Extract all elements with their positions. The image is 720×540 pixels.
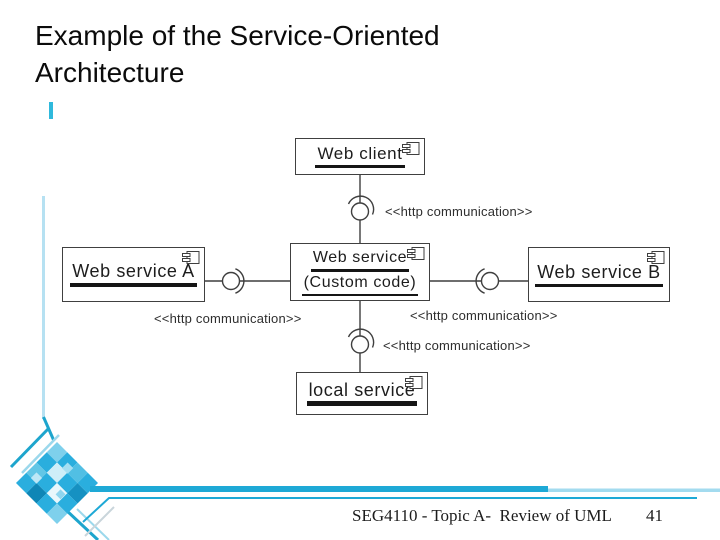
component-icon xyxy=(407,247,425,260)
footer-course-label: SEG4110 - Topic A- Review of UML xyxy=(352,506,612,525)
socket-icon xyxy=(475,268,485,294)
stereotype-label-top: <<http communication>> xyxy=(385,204,533,219)
page-title-line2: Architecture xyxy=(35,57,185,88)
node-label: Web service B xyxy=(535,263,663,287)
component-icon xyxy=(647,251,665,264)
node-label-line2: (Custom code) xyxy=(301,275,419,296)
page-title-line1: Example of the Service-Oriented xyxy=(35,20,440,51)
chevron-lines xyxy=(9,426,115,540)
stereotype-label-right: <<http communication>> xyxy=(410,308,558,323)
node-web-service-b: Web service B xyxy=(528,247,670,302)
component-icon xyxy=(402,142,420,155)
connector-top xyxy=(347,175,375,243)
bottom-horizontal-lines xyxy=(82,486,720,523)
lollipop-interface-icon xyxy=(221,271,241,291)
node-web-service-custom-code: Web service (Custom code) xyxy=(290,243,430,301)
lollipop-interface-icon xyxy=(350,335,370,354)
lollipop-interface-icon xyxy=(350,202,370,221)
node-local-service: local service xyxy=(296,372,428,415)
lollipop-interface-icon xyxy=(480,271,500,291)
node-label: Web client xyxy=(315,145,405,168)
socket-icon xyxy=(347,195,375,215)
node-web-service-a: Web service A xyxy=(62,247,205,302)
bullet-mark xyxy=(49,102,53,119)
connector-bottom xyxy=(347,301,375,372)
socket-icon xyxy=(347,328,375,348)
node-label: local service xyxy=(306,381,418,406)
page-number: 41 xyxy=(646,506,663,525)
page-title: Example of the Service-Oriented Architec… xyxy=(35,17,595,91)
node-web-client: Web client xyxy=(295,138,425,175)
stereotype-label-left: <<http communication>> xyxy=(154,311,302,326)
connector-right xyxy=(430,268,528,294)
connector-left xyxy=(205,268,290,294)
node-label: Web service A xyxy=(70,262,197,287)
stereotype-label-bottom: <<http communication>> xyxy=(383,338,531,353)
component-icon xyxy=(405,376,423,389)
component-icon xyxy=(182,251,200,264)
node-label-line1: Web service xyxy=(310,250,410,272)
